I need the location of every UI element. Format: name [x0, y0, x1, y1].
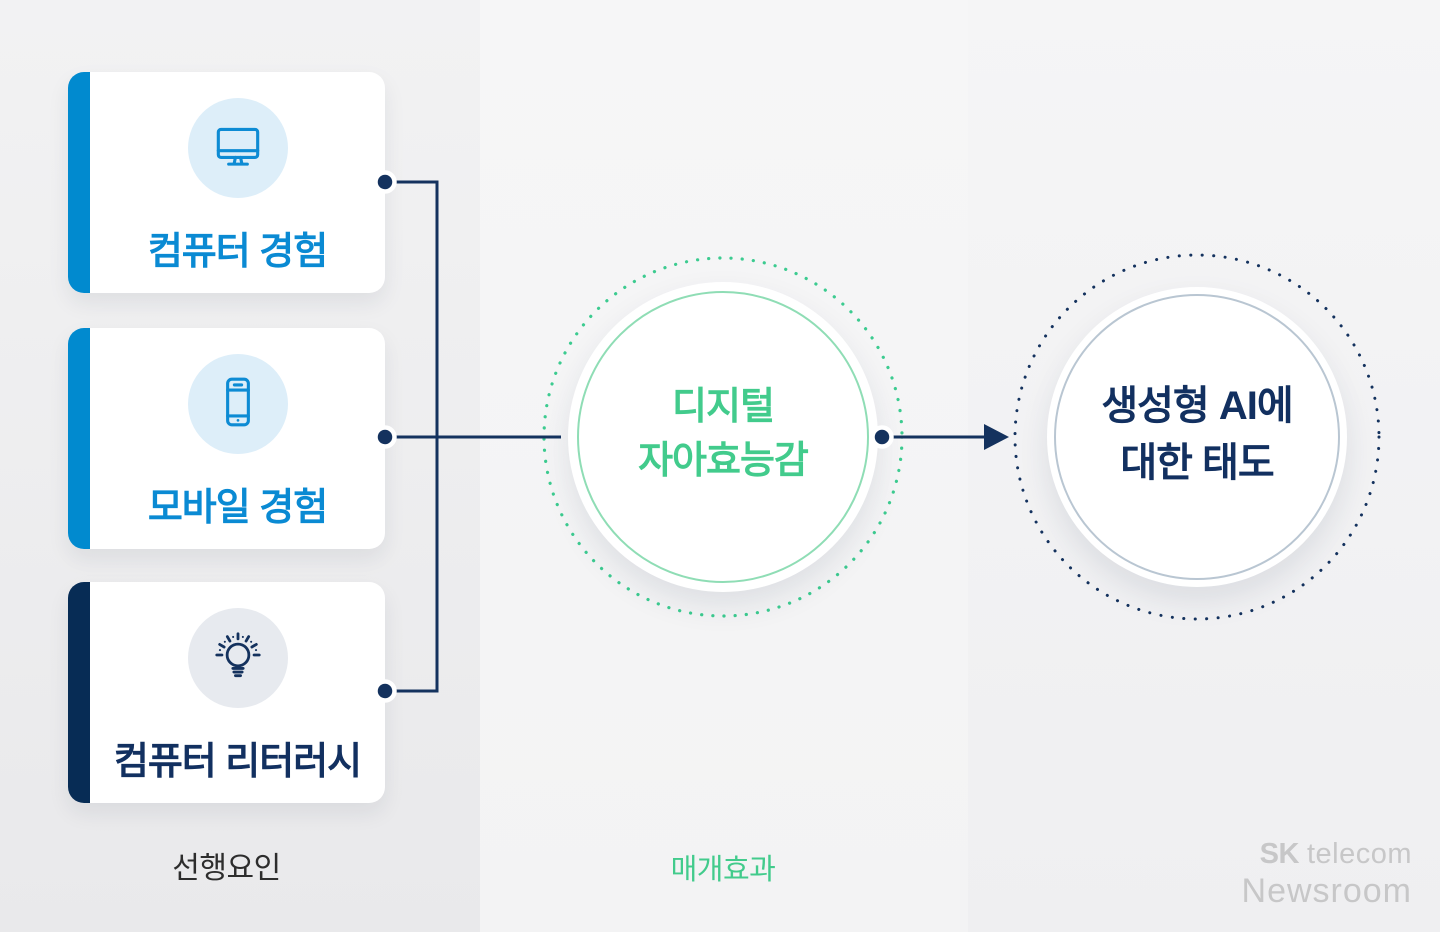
node-label: 생성형 AI에 대한 태도: [1012, 378, 1382, 492]
card-accent-bar: [68, 582, 90, 803]
node-label: 디지털 자아효능감: [541, 381, 905, 489]
card-computer-literacy: 컴퓨터 리터러시: [68, 582, 385, 803]
card-accent-bar: [68, 328, 90, 549]
node-label-line1: 디지털: [672, 385, 775, 428]
icon-circle: [187, 608, 288, 708]
node-label-line2: 자아효능감: [638, 439, 809, 482]
node-attitude-generative-ai: 생성형 AI에 대한 태도: [1012, 252, 1382, 622]
card-content: 컴퓨터 리터러시: [90, 582, 385, 803]
node-inner-border: [1054, 294, 1340, 580]
antecedents-section-label: 선행요인: [172, 852, 281, 885]
smartphone-icon: [209, 373, 267, 436]
node-label-line2: 대한 태도: [1120, 440, 1274, 485]
card-content: 모바일 경험: [90, 328, 385, 549]
card-title: 컴퓨터 경험: [147, 231, 328, 273]
card-title: 모바일 경험: [147, 487, 328, 529]
card-mobile-experience: 모바일 경험: [68, 328, 385, 549]
card-accent-bar: [68, 72, 90, 293]
dotted-ring-navy: [1013, 253, 1381, 621]
icon-circle: [187, 354, 288, 454]
logo-sk-text: SK: [1259, 838, 1300, 870]
node-digital-self-efficacy: 디지털 자아효능감: [541, 255, 905, 619]
node-inner-border: [577, 291, 869, 583]
card-content: 컴퓨터 경험: [90, 72, 385, 293]
node-label-line1: 생성형 AI에: [1101, 383, 1293, 428]
logo-line-newsroom: Newsroom: [1241, 872, 1412, 910]
icon-circle: [187, 98, 288, 198]
lightbulb-icon: [209, 627, 267, 690]
mediator-section-label: 매개효과: [670, 854, 776, 886]
card-title: 컴퓨터 리터러시: [113, 741, 362, 783]
logo-telecom-text: telecom: [1306, 838, 1412, 870]
card-computer-experience: 컴퓨터 경험: [68, 72, 385, 293]
monitor-icon: [209, 117, 267, 180]
